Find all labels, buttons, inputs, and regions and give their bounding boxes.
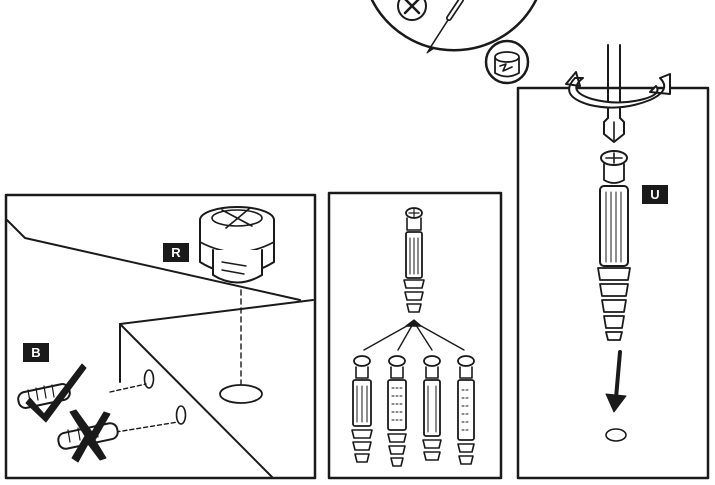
svg-text:U: U — [650, 187, 659, 202]
board-panel — [6, 219, 314, 478]
panel-cam-bolt-insertion: U — [516, 44, 710, 480]
hand-tighten-icon — [484, 39, 530, 85]
cam-lock-hole — [219, 384, 263, 404]
cam-bolt-icon — [597, 150, 631, 341]
cam-bolt-variant-icon — [351, 355, 373, 463]
screwdriver-icon — [426, 0, 464, 54]
screwdriver-bit-icon — [603, 44, 625, 143]
panel-cam-bolt-variants — [327, 191, 503, 480]
cam-bolt-variant-icon — [422, 355, 442, 461]
bolt-hole — [605, 428, 627, 442]
svg-text:B: B — [31, 345, 40, 360]
dowel-hole-top — [143, 369, 155, 389]
cam-bolt-variant-icon — [457, 355, 475, 465]
cam-bolt-label: U — [642, 185, 668, 204]
insert-down-arrow-icon — [605, 350, 627, 413]
variant-arrows — [363, 319, 465, 351]
rotate-clockwise-icon — [565, 71, 671, 109]
cam-bolt-icon — [403, 207, 425, 313]
cross-icon — [69, 409, 111, 463]
cam-bolt-variant-icon — [387, 355, 407, 467]
panel-cam-lock-and-dowels: R B — [4, 193, 317, 480]
tool-callout — [370, 0, 538, 85]
checkmark-icon — [25, 363, 87, 423]
svg-text:R: R — [171, 245, 181, 260]
no-power-drill-icon — [397, 0, 427, 21]
dowel-label: B — [23, 343, 49, 362]
dowel-hole-bottom — [175, 405, 187, 425]
cam-lock-label: R — [163, 243, 189, 262]
cam-lock-icon — [199, 206, 275, 284]
